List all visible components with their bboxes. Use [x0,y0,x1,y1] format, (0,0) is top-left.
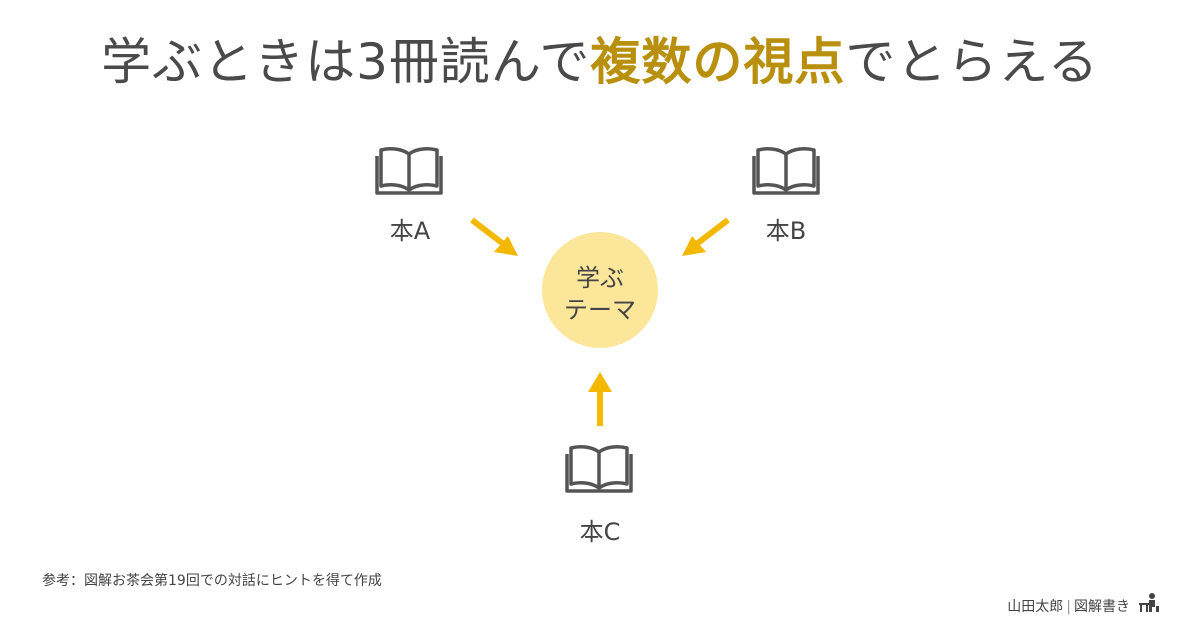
center-theme-label: 学ぶ テーマ [540,262,660,326]
center-circle [542,232,658,348]
title-part-1: 学ぶときは3冊読んで [101,33,591,91]
book-b-label: 本B [765,217,807,245]
open-book-icon [752,147,820,195]
title-highlight: 複数の視点 [590,33,846,91]
arrow-icon [588,372,612,426]
credit-separator: | [1066,599,1071,615]
center-line-2: テーマ [564,296,636,324]
reference-note: 参考：図解お茶会第19回での対話にヒントを得て作成 [42,573,382,589]
open-book-icon [565,445,633,493]
brand-name: 図解書き [1074,599,1130,615]
page-title: 学ぶときは3冊読んで複数の視点でとらえる [0,22,1200,94]
credit: 山田太郎|図解書き [1007,596,1130,616]
person-at-desk-icon [1139,593,1159,612]
arrow-icon [682,217,730,256]
book-c-label: 本C [579,518,621,546]
arrow-icon [470,217,518,256]
author-name: 山田太郎 [1007,599,1064,615]
title-part-2: でとらえる [845,33,1099,91]
book-a-label: 本A [389,217,431,245]
open-book-icon [375,147,443,195]
center-line-1: 学ぶ [576,264,624,292]
